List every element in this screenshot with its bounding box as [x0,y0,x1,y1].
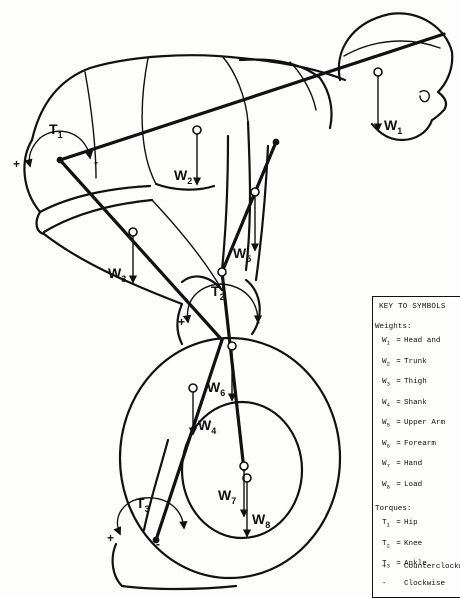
key-weight-row: W4=Shank [382,399,427,409]
key-weight-equals: = [393,460,404,468]
key-weight-symbol: W2 [382,358,393,368]
key-sign-symbol: - [382,580,404,588]
key-sign-row: -Clockwise [382,580,445,588]
forearm-link [222,272,244,470]
head-com [374,68,382,76]
cap-line [344,41,440,56]
key-weight-description: Trunk [404,358,427,366]
label-w3: W3 [108,265,126,284]
shoulder-contour [240,60,332,128]
joints [57,68,382,543]
sign-t2-minus: - [256,315,260,329]
key-weight-symbol: W4 [382,399,393,409]
sign-t1-plus: + [13,157,20,171]
key-torques-header: Torques: [375,505,411,513]
key-torque-equals: = [393,540,404,548]
thigh-com [129,228,137,236]
foot [113,544,236,589]
thigh-upper [152,200,222,290]
key-weight-row: W1=Head and [382,337,440,347]
front-torso [156,184,214,190]
shoulder-joint [273,139,280,146]
ear [420,91,429,102]
arm-front [246,122,250,270]
trunk-com [193,126,201,134]
key-sign-description: Clockwise [404,580,445,588]
label-w1: W1 [384,117,402,136]
plate-outer [120,338,340,578]
waistband-bottom [44,200,152,232]
label-w4: W4 [198,417,216,436]
key-weight-symbol: W6 [382,440,393,450]
key-weight-row: W6=Forearm [382,440,436,450]
key-weight-description: Hand [404,460,422,468]
knee-com [228,342,236,350]
key-sign-row: +Counterclockwise [382,563,460,571]
key-torque-description: Knee [404,540,422,548]
key-weight-description: Thigh [404,378,427,386]
key-weight-equals: = [393,337,404,345]
label-w8: W8 [252,511,270,530]
key-weights-header: Weights: [375,323,411,331]
key-weight-equals: = [393,481,404,489]
key-weight-symbol: W8 [382,481,393,491]
key-weight-row: W5=Upper Arm [382,419,445,429]
key-torque-symbol: T2 [382,540,393,550]
elbow-joint [218,268,226,276]
back-contour [32,55,345,140]
key-weight-row: W2=Trunk [382,358,427,368]
key-torque-row: T2=Knee [382,540,422,550]
key-weight-symbol: W1 [382,337,393,347]
shank-link [156,340,222,540]
key-sign-symbol: + [382,563,404,571]
key-weight-row: W7=Hand [382,460,422,470]
hip-joint [57,157,64,164]
sleeve-seam [222,56,248,122]
key-weight-row: W8=Load [382,481,422,491]
key-weight-description: Forearm [404,440,436,448]
key-weight-equals: = [393,419,404,427]
key-weight-equals: = [393,358,404,366]
key-torque-row: T1=Hip [382,519,418,529]
shank-com [189,384,197,392]
sign-t3-plus: + [107,531,114,545]
key-weight-description: Head and [404,337,440,345]
key-torque-description: Hip [404,519,418,527]
sign-t2-plus: + [178,315,185,329]
label-w2: W2 [174,167,192,186]
label-t1: T1 [49,121,63,140]
hand-com [240,462,248,470]
label-w6: W6 [207,379,225,398]
key-weight-symbol: W7 [382,460,393,470]
trunk-link [60,34,444,160]
torque-arcs [29,131,258,534]
key-weight-description: Shank [404,399,427,407]
key-weight-equals: = [393,399,404,407]
key-weight-description: Load [404,481,422,489]
key-weight-symbol: W3 [382,378,393,388]
shirt-seam-2 [142,58,156,184]
sign-t3-minus: - [156,537,160,551]
key-torque-symbol: T1 [382,519,393,529]
key-title: KEY TO SYMBOLS [379,303,446,311]
segment-labels: W1 W2 W3 W4 W5 W6 W7 W8 T1 T2 T3 + - + -… [13,117,402,551]
sign-t1-minus: - [94,155,98,169]
key-weight-symbol: W5 [382,419,393,429]
key-weight-description: Upper Arm [404,419,445,427]
hip-back [24,140,44,234]
key-sign-description: Counterclockwise [404,563,460,571]
arm-back [222,136,228,270]
label-w7: W7 [218,487,236,506]
upper-arm-com [251,188,259,196]
key-torque-equals: = [393,519,404,527]
key-weight-equals: = [393,440,404,448]
key-weight-equals: = [393,378,404,386]
key-weight-row: W3=Thigh [382,378,427,388]
